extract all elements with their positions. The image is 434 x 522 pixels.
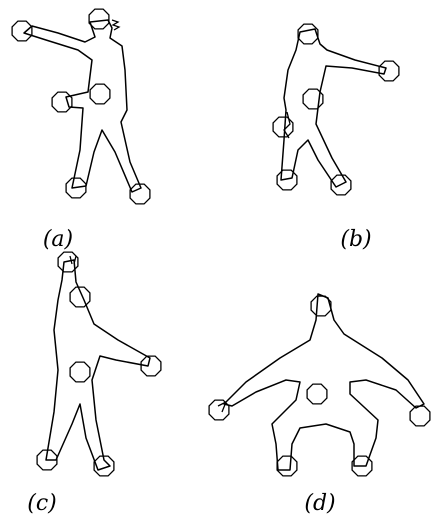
silhouette-b: [280, 28, 387, 188]
silhouette-d: [223, 293, 425, 471]
joint-marker: [276, 169, 298, 191]
scribble-c: [69, 255, 77, 265]
scribble-d: [217, 400, 228, 413]
joint-marker: [378, 60, 400, 82]
panel-b: [272, 23, 400, 196]
scribble-a: [111, 19, 121, 31]
panel-d: [208, 293, 431, 477]
joint-marker: [69, 361, 91, 383]
joint-marker: [297, 23, 319, 45]
panel-label-c: (c): [27, 491, 57, 516]
panel-a: [11, 8, 151, 205]
joint-marker: [11, 20, 33, 42]
joint-marker: [302, 88, 324, 110]
panel-label-b: (b): [340, 227, 371, 252]
panel-label-a: (a): [43, 227, 73, 252]
joint-marker: [208, 399, 230, 421]
joint-marker: [89, 83, 111, 105]
silhouette-c: [45, 259, 151, 471]
silhouette-a: [23, 19, 142, 193]
joint-marker: [306, 383, 328, 405]
joint-marker: [310, 295, 332, 317]
joint-marker: [276, 455, 298, 477]
joint-marker: [409, 405, 431, 427]
joint-marker: [88, 8, 110, 30]
joint-marker: [272, 116, 294, 138]
joint-marker: [51, 91, 73, 113]
panel-label-d: (d): [304, 491, 335, 516]
panel-c: [36, 251, 162, 477]
